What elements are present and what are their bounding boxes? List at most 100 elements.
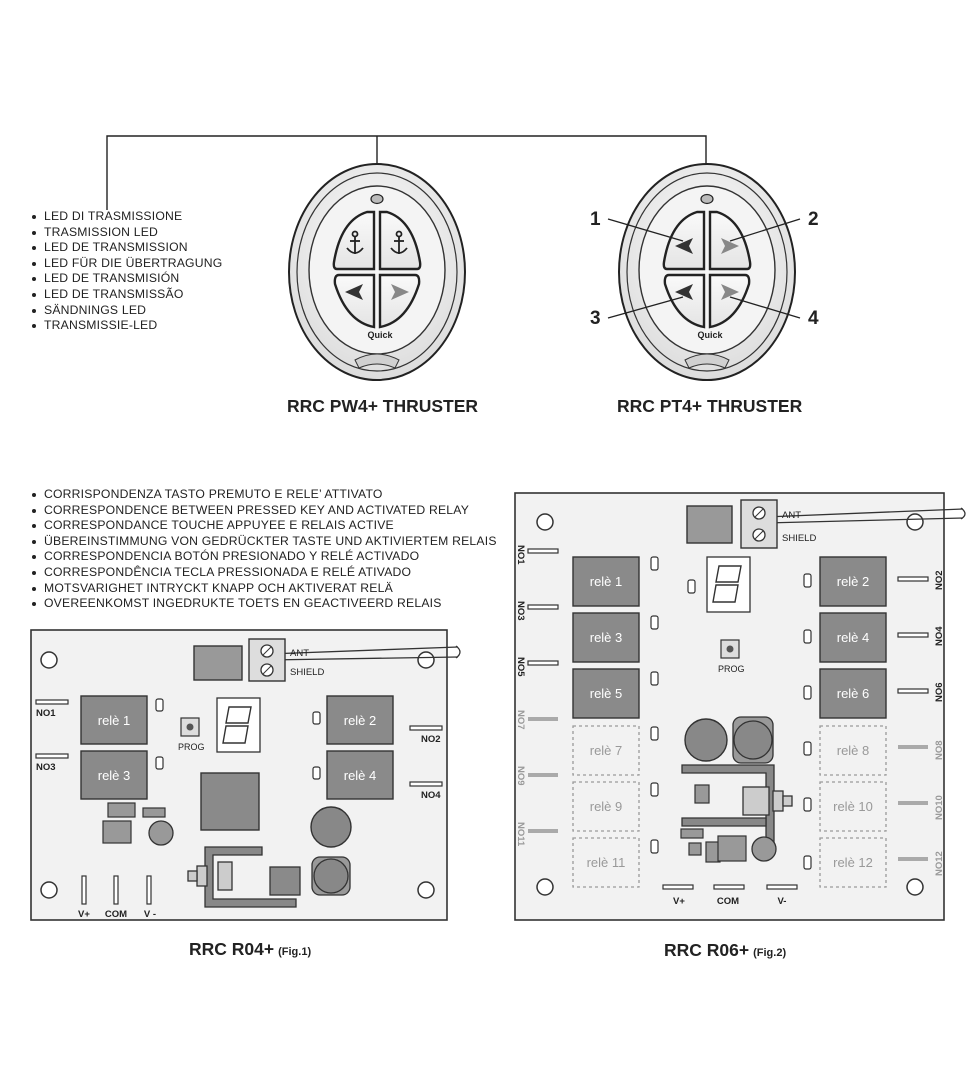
shield-label: SHIELD (290, 667, 324, 678)
relay-label: relè 8 (837, 743, 870, 758)
output-label: NO4 (421, 790, 441, 801)
relay-2 (819, 556, 887, 607)
list-item: TRANSMISSIE-LED (30, 318, 222, 334)
relay-label: relè 2 (344, 713, 377, 728)
list-item: LED DI TRASMISSIONE (30, 209, 222, 225)
output-label: NO2 (421, 734, 441, 745)
terminal-block (740, 499, 778, 549)
relay-6 (819, 668, 887, 719)
relay-label: relè 4 (837, 630, 870, 645)
output-label: NO11 (515, 822, 526, 847)
board-r04: ANT SHIELD relè 1 relè 3 relè 2 relè 4 (30, 629, 461, 921)
anchor-up-icon (390, 230, 408, 254)
power-label: V - (144, 909, 156, 920)
remote-pw4: Quick (288, 163, 466, 381)
relay-5 (572, 668, 640, 719)
capacitor (311, 856, 351, 896)
list-item: TRASMISSION LED (30, 225, 222, 241)
output-label: NO3 (36, 762, 56, 773)
r04-title: RRC R04+(Fig.1) (189, 939, 311, 960)
output-label: NO7 (515, 710, 526, 730)
list-item: SÄNDNINGS LED (30, 303, 222, 319)
brand-logo: Quick (367, 330, 393, 340)
seven-segment-display (706, 556, 751, 613)
r04-name: RRC R04+ (189, 939, 275, 959)
power-label: COM (105, 909, 127, 920)
ant-label: ANT (290, 648, 309, 659)
list-item: CORRISPONDENZA TASTO PREMUTO E RELE’ ATT… (30, 487, 497, 503)
callout-2: 2 (808, 209, 819, 230)
callout-1: 1 (590, 209, 601, 230)
relay-label: relè 10 (833, 799, 873, 814)
prog-button[interactable] (720, 639, 740, 659)
antenna-cable (267, 645, 461, 661)
power-label: V+ (78, 909, 90, 920)
r06-title: RRC R06+(Fig.2) (664, 940, 786, 961)
list-item: LED DE TRANSMISSION (30, 240, 222, 256)
arrow-right-icon (721, 238, 739, 254)
pt4-callouts (607, 218, 801, 319)
button-4[interactable] (708, 273, 751, 329)
output-label: NO12 (934, 851, 945, 876)
relay-label: relè 12 (833, 855, 873, 870)
output-label: NO4 (934, 626, 945, 646)
arrow-left-icon (675, 238, 693, 254)
pw4-title: RRC PW4+ THRUSTER (287, 396, 479, 416)
output-label: NO5 (515, 657, 526, 677)
output-label: NO6 (934, 682, 945, 702)
power-label: V+ (673, 896, 685, 907)
correspondence-list: CORRISPONDENZA TASTO PREMUTO E RELE’ ATT… (30, 487, 497, 612)
relay-4 (819, 612, 887, 663)
relay-label: relè 5 (590, 686, 623, 701)
relay-label: relè 9 (590, 799, 623, 814)
list-item: ÜBEREINSTIMMUNG VON GEDRÜCKTER TASTE UND… (30, 534, 497, 550)
pt4-title: RRC PT4+ THRUSTER (617, 396, 803, 416)
arrow-left-icon (675, 284, 693, 300)
thruster-right-button[interactable] (378, 273, 421, 329)
capacitor (732, 716, 774, 764)
voltage-regulator (681, 764, 793, 847)
list-item: MOTSVARIGHET INTRYCKT KNAPP OCH AKTIVERA… (30, 581, 497, 597)
relay-label: relè 4 (344, 768, 377, 783)
relay-2 (326, 695, 394, 745)
remote-pt4: Quick (618, 163, 796, 381)
led-icon (370, 193, 384, 205)
led-label-list: LED DI TRASMISSIONE TRASMISSION LED LED … (30, 209, 222, 334)
relay-label: relè 2 (837, 574, 870, 589)
voltage-regulator (187, 846, 297, 908)
button-1[interactable] (662, 210, 706, 271)
output-label: NO10 (934, 795, 945, 820)
output-label: NO2 (934, 570, 945, 590)
arrow-left-icon (345, 284, 363, 300)
relay-label: relè 3 (98, 768, 131, 783)
board-r06: ANT SHIELD relè 1 relè 3 relè 5 relè 2 r… (514, 492, 966, 921)
thruster-left-button[interactable] (333, 273, 376, 329)
output-label: NO9 (515, 766, 526, 786)
ant-label: ANT (782, 510, 801, 521)
brand-logo: Quick (697, 330, 723, 340)
shield-label: SHIELD (782, 533, 816, 544)
list-item: CORRESPONDÊNCIA TECLA PRESSIONADA E RELÉ… (30, 565, 497, 581)
relay-8-optional (819, 725, 887, 776)
relay-1 (80, 695, 148, 745)
anchor-down-icon (346, 230, 364, 254)
prog-button[interactable] (180, 717, 200, 737)
relay-label: relè 1 (98, 713, 131, 728)
callout-3: 3 (590, 308, 601, 329)
output-label: NO3 (515, 601, 526, 621)
arrow-right-icon (721, 284, 739, 300)
output-label: NO1 (36, 708, 56, 719)
relay-4 (326, 750, 394, 800)
relay-9-optional (572, 781, 640, 832)
prog-label: PROG (178, 742, 205, 752)
output-label: NO1 (515, 545, 526, 565)
relay-1 (572, 556, 640, 607)
relay-label: relè 3 (590, 630, 623, 645)
terminal-block (248, 638, 286, 682)
r06-name: RRC R06+ (664, 940, 750, 960)
prog-label: PROG (718, 664, 745, 674)
button-3[interactable] (663, 273, 706, 329)
arrow-right-icon (391, 284, 409, 300)
seven-segment-display (216, 697, 261, 753)
